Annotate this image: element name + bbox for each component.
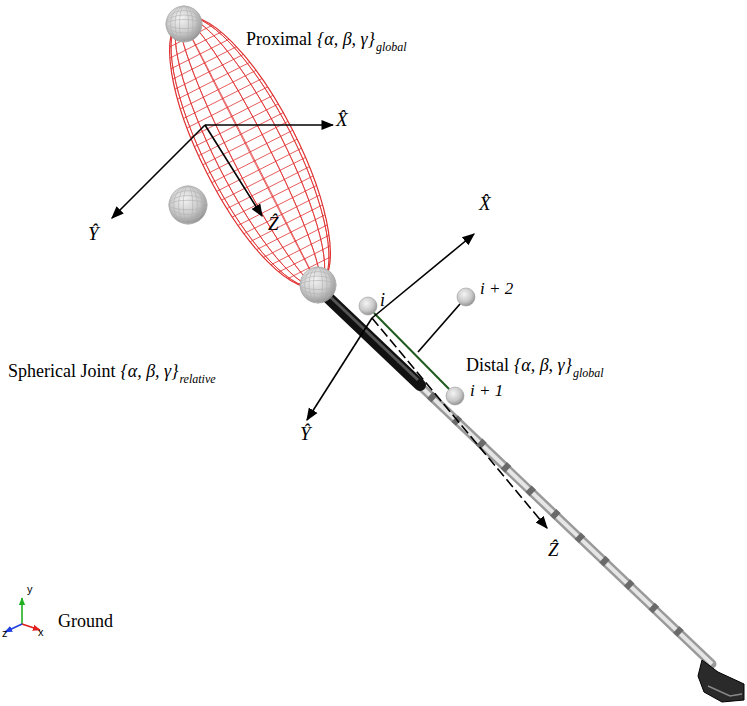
marker-index: i + 2 (480, 280, 513, 299)
proximal-axes (112, 125, 333, 218)
angle-subscript: global (376, 41, 407, 54)
triad-axis: x (38, 626, 44, 638)
joint-name: Spherical Joint (8, 362, 115, 382)
angle-set: {α, β, γ} (317, 30, 375, 50)
axis-label: Ŷ (300, 424, 311, 445)
axis-label: Ŷ (88, 224, 99, 245)
sphere-mesh (166, 6, 336, 303)
angle-set: {α, β, γ} (120, 362, 178, 382)
triad-axis: z (2, 627, 8, 639)
frame-name: Proximal (246, 30, 312, 50)
golf-club (318, 288, 744, 702)
marker-rig (374, 304, 460, 389)
angle-subscript: relative (179, 373, 215, 386)
marker-spheres (166, 6, 475, 405)
ground-label: Ground (58, 612, 113, 632)
axis-label: Ẑ (268, 214, 279, 235)
marker-index: i + 1 (470, 382, 503, 401)
axis-label: X̂ (336, 110, 348, 131)
angle-set: {α, β, γ} (514, 356, 572, 376)
marker-index: i (380, 291, 385, 311)
ground-triad (5, 598, 40, 632)
axis-label: X̂ (479, 194, 491, 215)
angle-subscript: global (573, 367, 604, 380)
frame-name: Distal (466, 356, 509, 376)
distal-axes (307, 234, 547, 528)
triad-axis: y (27, 583, 33, 595)
axis-label: Ẑ (548, 540, 559, 561)
